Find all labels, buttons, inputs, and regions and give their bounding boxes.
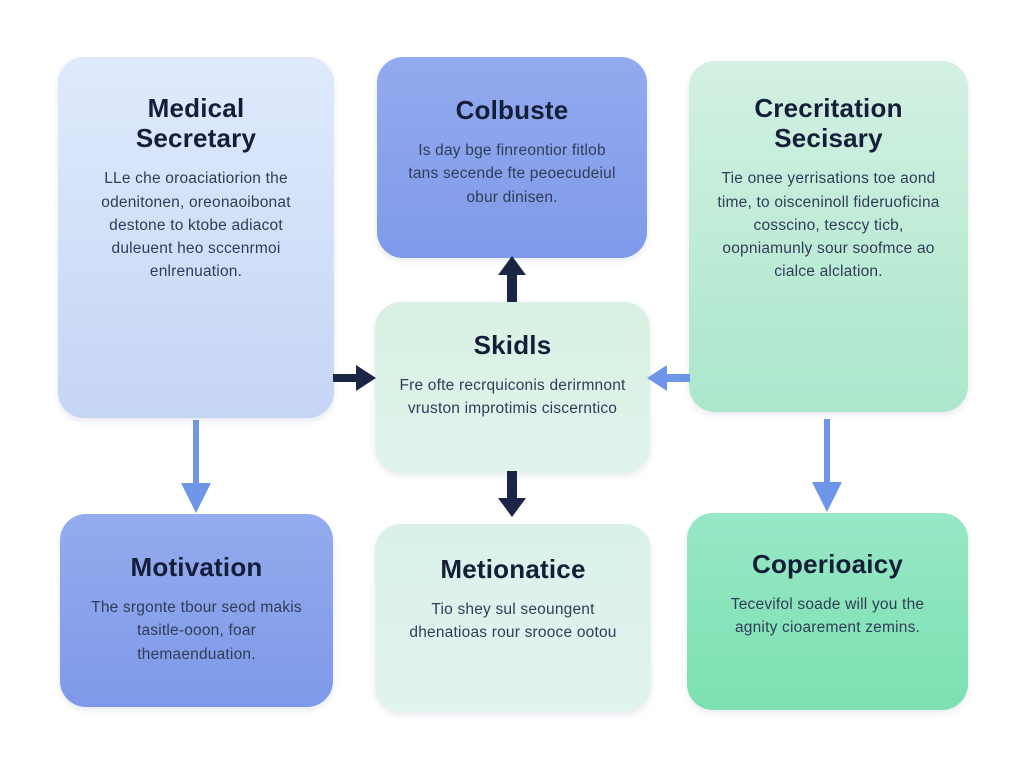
arrow-right-icon	[333, 365, 376, 391]
node-body: The srgonte tbour seod makis tasitle-ooo…	[91, 599, 302, 663]
node-title: Colbuste	[455, 95, 569, 125]
node-medical-secretary: Medical Secretary LLe che oroaciatiorion…	[58, 57, 334, 418]
node-title: Skidls	[473, 330, 552, 360]
node-body: LLe che oroaciatiorion the odenitonen, o…	[101, 170, 291, 281]
node-body: Tecevifol soade will you the agnity cioa…	[730, 596, 925, 637]
node-metionatice: Metionatice Tio shey sul seoungent dhena…	[375, 524, 651, 712]
arrow-down-icon	[498, 471, 526, 517]
node-title: Motivation	[130, 552, 263, 582]
node-coperioaicy: Coperioaicy Tecevifol soade will you the…	[687, 513, 968, 710]
arrow-down-icon	[812, 419, 842, 512]
node-body: Tie onee yerrisations toe aond time, to …	[717, 170, 940, 281]
arrow-shape	[181, 420, 211, 513]
node-body: Is day bge finreontior fitlob tans secen…	[408, 142, 616, 206]
arrow-shape	[498, 256, 526, 302]
node-colbuste: Colbuste Is day bge finreontior fitlob t…	[377, 57, 647, 258]
arrow-shape	[812, 419, 842, 512]
node-title: Metionatice	[440, 554, 586, 584]
arrow-shape	[647, 365, 690, 391]
node-body: Fre ofte recrquiconis derirmnont vruston…	[399, 377, 626, 418]
node-motivation: Motivation The srgonte tbour seod makis …	[60, 514, 333, 707]
arrow-down-icon	[181, 420, 211, 513]
node-title: Crecritation Secisary	[754, 93, 903, 154]
node-title: Medical Secretary	[135, 93, 257, 154]
arrow-left-icon	[647, 365, 690, 391]
node-title: Coperioaicy	[751, 549, 904, 579]
arrow-shape	[498, 471, 526, 517]
node-skills: Skidls Fre ofte recrquiconis derirmnont …	[375, 302, 650, 473]
arrow-shape	[333, 365, 376, 391]
node-body: Tio shey sul seoungent dhenatioas rour s…	[409, 601, 617, 642]
arrow-up-icon	[498, 256, 526, 302]
node-crecritation-secisary: Crecritation Secisary Tie onee yerrisati…	[689, 61, 968, 412]
